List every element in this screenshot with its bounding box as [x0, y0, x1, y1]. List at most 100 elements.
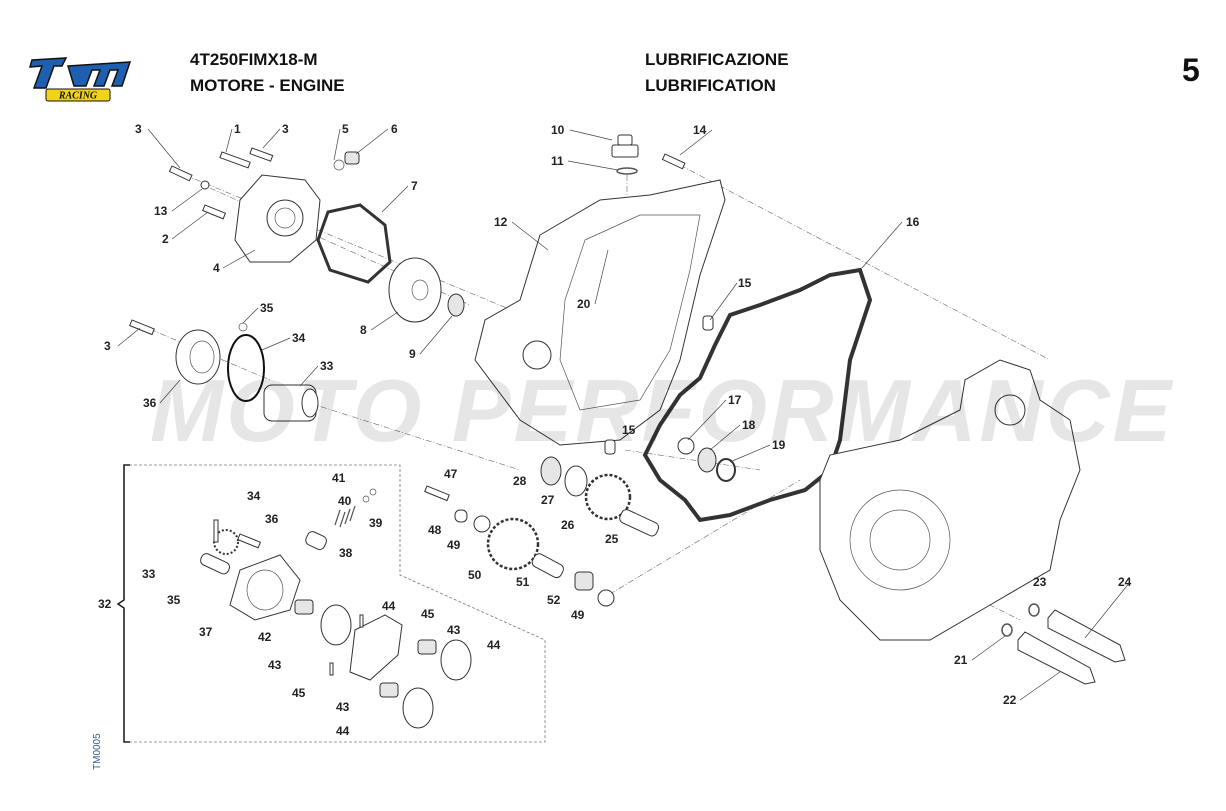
callout-4: 4 [213, 261, 220, 275]
callout-9: 9 [409, 347, 416, 361]
oil-pump-body-38 [229, 554, 301, 621]
plug-6 [344, 151, 360, 165]
strainer-22 [1017, 631, 1096, 685]
shaft-51 [531, 553, 564, 579]
o-ring-31 [238, 322, 248, 332]
needle-bearing-52 [574, 571, 594, 591]
washer-49 [473, 515, 491, 533]
washer-17 [677, 437, 695, 455]
callout-42: 41 [332, 471, 346, 485]
impeller-8 [388, 257, 442, 323]
callout-23: 23 [1033, 575, 1047, 589]
washer-49b [597, 589, 615, 607]
callout-18: 18 [742, 418, 756, 432]
callout-33: 32 [98, 597, 112, 611]
oil-plug-10 [611, 134, 639, 158]
callout-22: 22 [1003, 693, 1017, 707]
shaft-36 [200, 553, 231, 575]
logo-racing-text: RACING [58, 91, 98, 102]
callout-47: 47 [444, 467, 458, 481]
circlip-42 [369, 488, 377, 496]
callout-28: 28 [513, 474, 527, 488]
callout-13: 13 [154, 204, 168, 218]
section-name: MOTORE - ENGINE [190, 76, 345, 95]
o-ring-23 [1028, 603, 1040, 617]
callout-21: 21 [954, 653, 968, 667]
callout-17: 17 [728, 393, 742, 407]
seal-28 [540, 456, 562, 486]
shaft-25 [619, 509, 660, 537]
callout-labels: 3 1 3 5 6 13 2 4 7 8 9 35 34 33 3 36 10 … [98, 122, 1132, 738]
gear-50 [486, 517, 540, 571]
callout-16: 16 [906, 215, 920, 229]
title-italian: LUBRIFICAZIONE [645, 50, 789, 69]
leader-lines [117, 128, 1131, 701]
callout-43: 42 [258, 630, 272, 644]
callout-49: 49 [447, 538, 461, 552]
callout-51: 51 [516, 575, 530, 589]
callout-3: 3 [135, 122, 142, 136]
callout-44: 44 [487, 638, 501, 652]
callout-45: 44 [382, 599, 396, 613]
callout-24: 24 [1118, 575, 1132, 589]
pin-45b [329, 662, 334, 676]
callout-3: 3 [282, 122, 289, 136]
callout-3: 3 [104, 339, 111, 353]
o-ring-21 [1001, 623, 1013, 637]
callout-49: 49 [571, 608, 585, 622]
model-code: 4T250FIMX18-M [190, 50, 318, 69]
washer-13 [200, 180, 210, 190]
callout-41: 40 [338, 494, 352, 508]
callout-15: 15 [738, 276, 752, 290]
seal-9 [447, 293, 465, 317]
tm-racing-logo: RACING [24, 52, 134, 102]
callout-43: 43 [447, 623, 461, 637]
callout-44: 43 [268, 658, 282, 672]
callout-15: 15 [622, 423, 636, 437]
o-ring-5 [333, 159, 345, 171]
callout-19: 19 [772, 438, 786, 452]
o-ring-11 [616, 167, 638, 175]
callout-30: 34 [292, 331, 306, 345]
callout-34: 33 [142, 567, 156, 581]
page-number: 5 [1182, 52, 1200, 88]
callout-45: 45 [292, 686, 306, 700]
callout-8: 8 [360, 323, 367, 337]
callout-2: 2 [162, 232, 169, 246]
rotor-43a [294, 599, 314, 615]
callout-50: 50 [468, 568, 482, 582]
callout-12: 12 [494, 215, 508, 229]
clutch-cover-12 [474, 179, 726, 446]
callout-37: 36 [265, 512, 279, 526]
oil-filter-cover-32 [175, 329, 221, 385]
callout-52: 52 [547, 593, 561, 607]
callout-40: 39 [369, 516, 383, 530]
spring-40 [334, 505, 356, 528]
callout-6: 6 [391, 122, 398, 136]
rotor-44a [320, 604, 352, 646]
callout-31: 35 [260, 301, 274, 315]
group-brace [116, 464, 130, 743]
water-pump-cover [234, 174, 321, 263]
washer-41 [362, 495, 370, 503]
gasket-7 [316, 203, 392, 284]
callout-1: 1 [234, 122, 241, 136]
callout-14: 14 [693, 123, 707, 137]
rotor-43b [417, 639, 437, 655]
callout-11: 11 [551, 154, 564, 168]
rotor-44b [440, 639, 472, 681]
callout-44: 44 [336, 724, 350, 738]
pin-45a [359, 614, 364, 628]
callout-10: 10 [551, 123, 565, 137]
gear-26 [584, 473, 632, 521]
callout-46: 45 [421, 607, 435, 621]
callout-20: 20 [577, 297, 591, 311]
oil-pump-group-box [124, 464, 546, 743]
title-english: LUBRIFICATION [645, 76, 776, 95]
rotor-44c [402, 687, 434, 729]
callout-27: 27 [541, 493, 555, 507]
callout-32: 36 [143, 396, 157, 410]
callout-39: 38 [339, 546, 353, 560]
ring-19 [716, 458, 736, 482]
